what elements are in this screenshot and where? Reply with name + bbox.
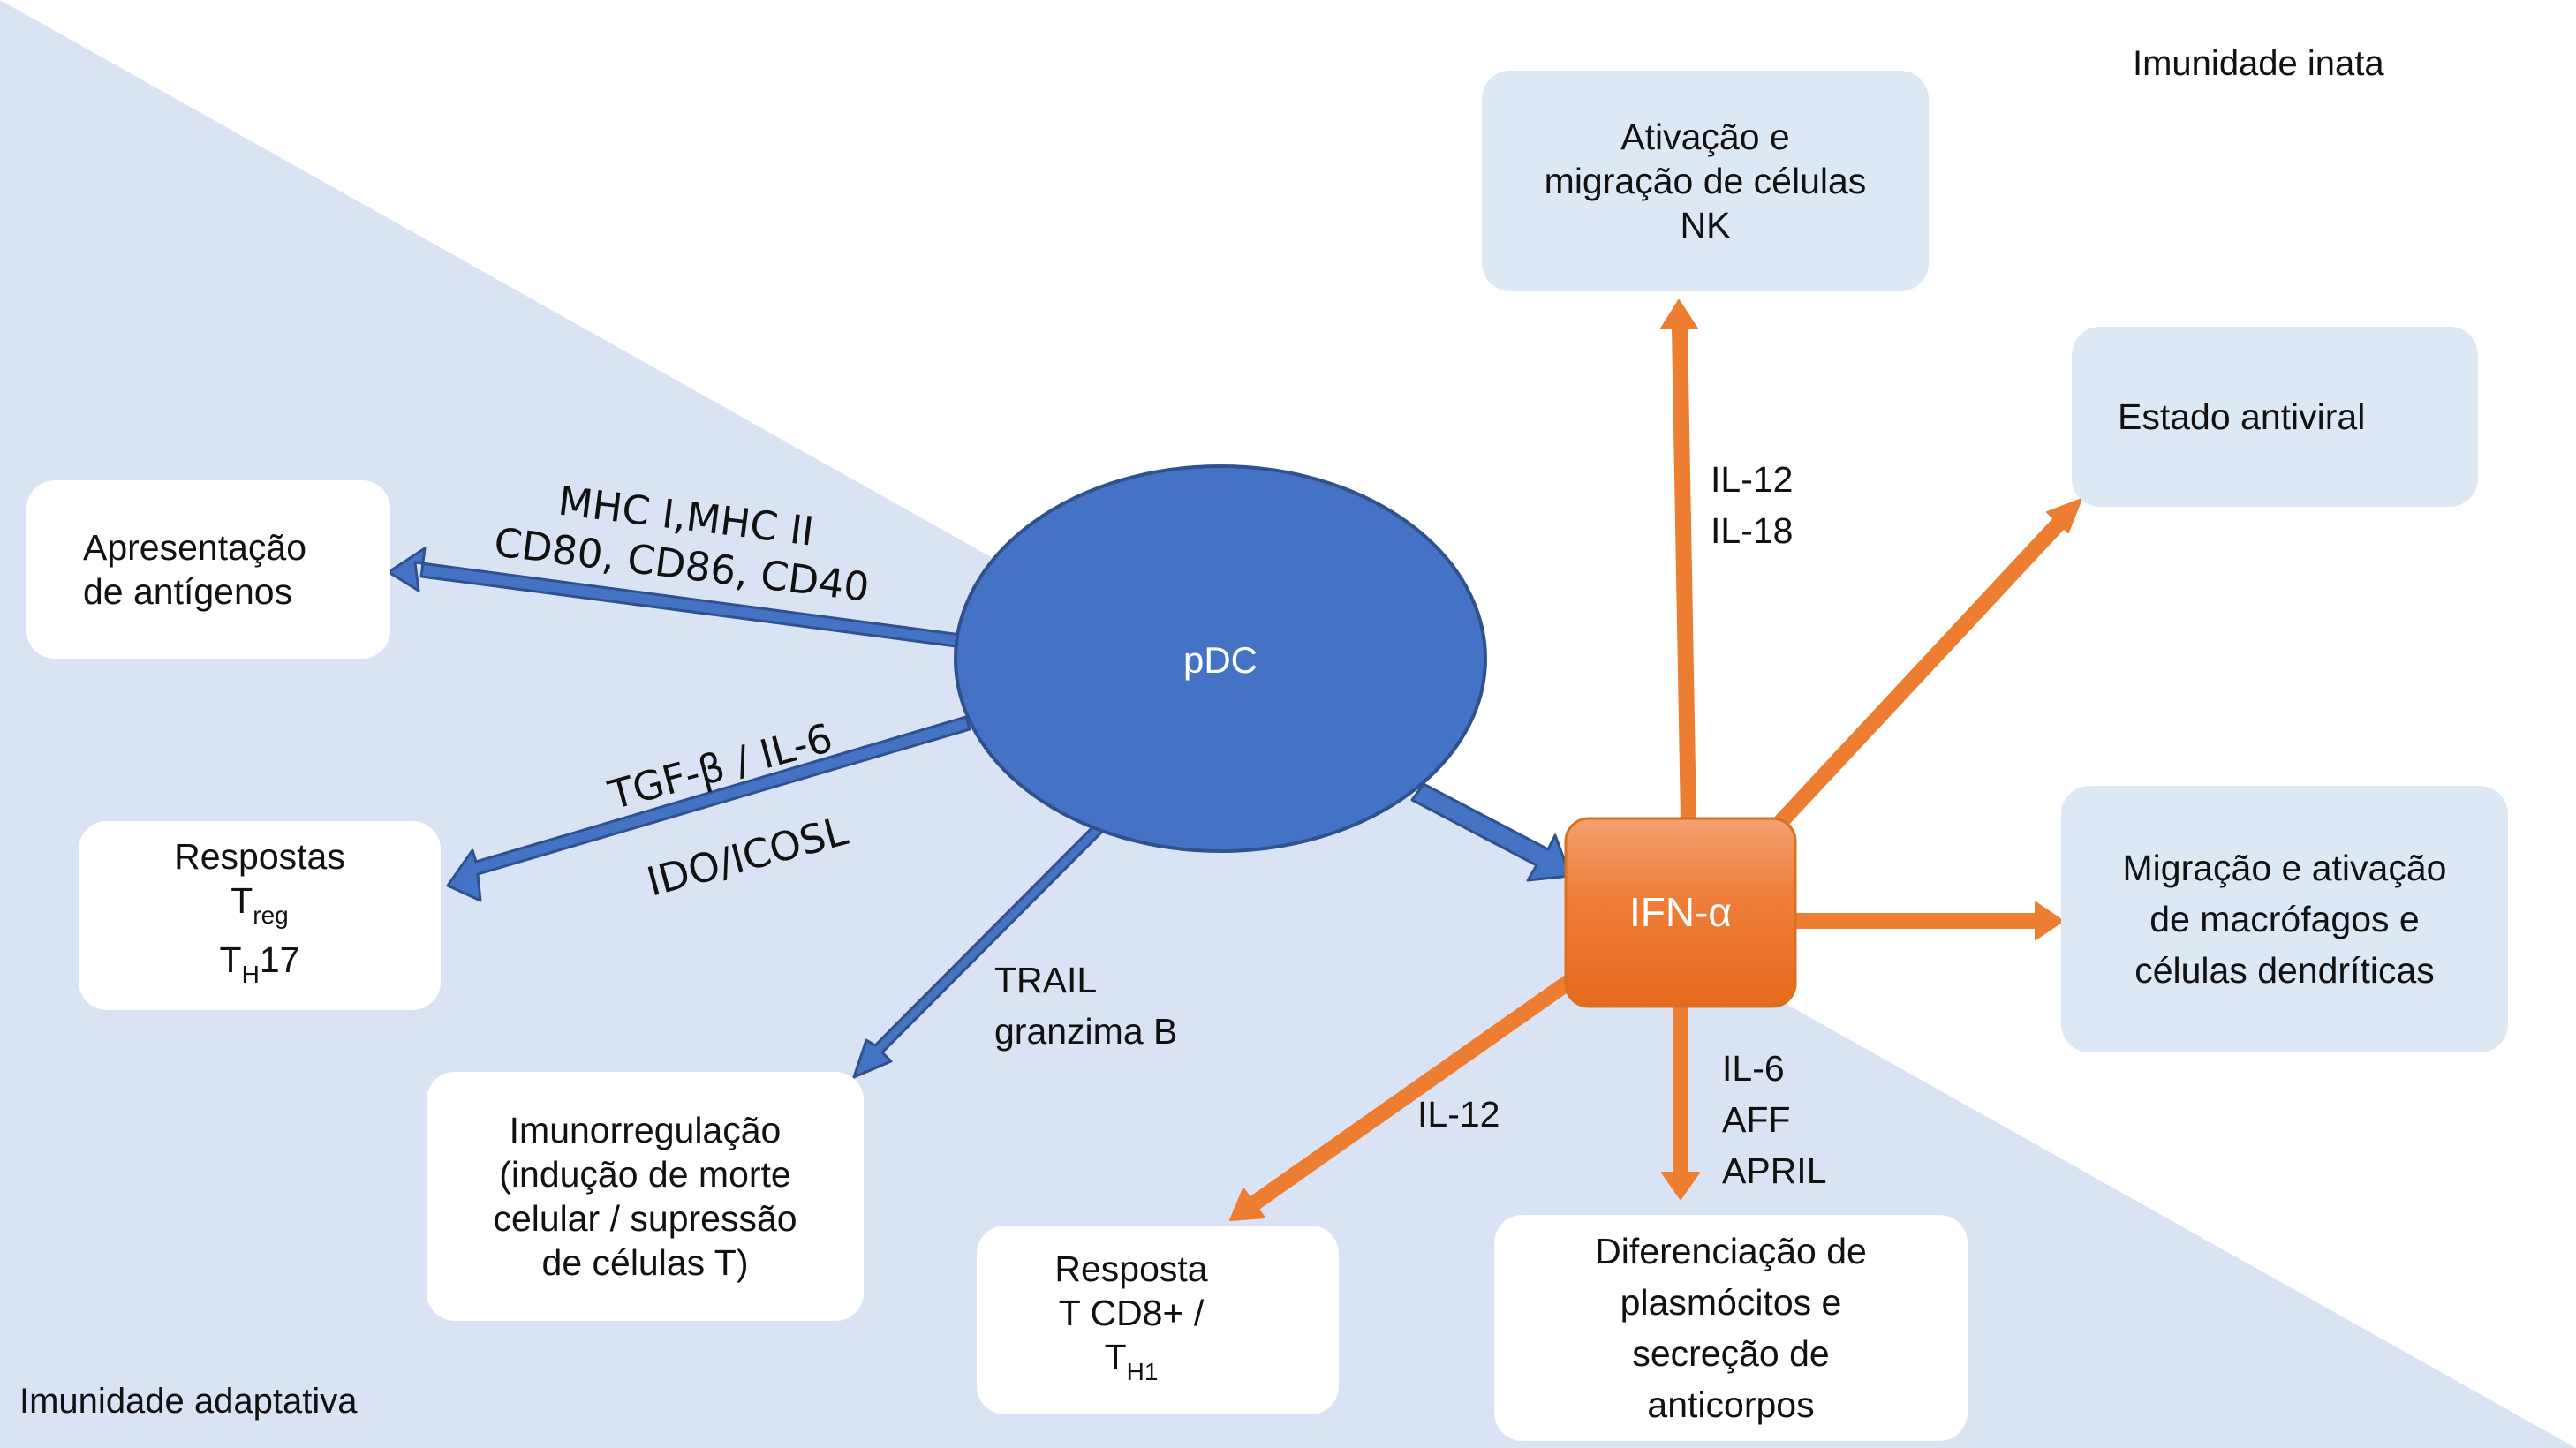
box-macrophage-migration: Migração e ativação de macrófagos e célu…: [2061, 786, 2508, 1052]
ifn-label: IFN-α: [1629, 889, 1732, 935]
th1-sub: H1: [1126, 1357, 1159, 1385]
box-immunoreg-line1: Imunorregulação: [509, 1110, 782, 1150]
box-treg-line3: TH17: [220, 938, 300, 997]
box-nk-cells: Ativação e migração de células NK: [1482, 71, 1929, 291]
box-cd8-line3: TH1: [1105, 1335, 1159, 1394]
arrow-to-antigen-presentation: [387, 547, 964, 649]
box-cd8-line1: Resposta: [1054, 1248, 1208, 1289]
arrow-to-antiviral: [1767, 498, 2082, 836]
box-antigen-line2: de antígenos: [83, 571, 293, 612]
arrow-to-nk: [1660, 299, 1698, 822]
box-nk-line1: Ativação e: [1620, 117, 1790, 157]
box-immunoreg-line4: de células T): [541, 1242, 749, 1283]
label-il18: IL-18: [1711, 510, 1793, 551]
label-il12-top: IL-12: [1711, 459, 1793, 500]
box-nk-line3: NK: [1680, 205, 1731, 245]
th17-t: T: [219, 939, 242, 980]
box-immunoregulation: Imunorregulação (indução de morte celula…: [427, 1072, 864, 1321]
box-treg-responses: Respostas Treg TH17: [79, 821, 441, 1010]
label-trail: TRAIL: [994, 960, 1097, 1000]
box-cd8-response: Resposta T CD8+ / TH1: [977, 1226, 1339, 1414]
blue-arrows: [387, 547, 1572, 1079]
label-april: APRIL: [1722, 1150, 1827, 1191]
arrow-to-immunoregulation: [852, 819, 1107, 1079]
box-cd8-line2: T CD8+ /: [1058, 1292, 1205, 1333]
label-granzima: granzima B: [994, 1011, 1177, 1052]
box-macro-line2: de macrófagos e: [2149, 899, 2420, 939]
adaptive-immunity-label: Imunidade adaptativa: [19, 1382, 358, 1421]
box-nk-line2: migração de células: [1544, 161, 1867, 201]
box-treg-line2: Treg: [230, 879, 289, 938]
arrow-to-treg: [446, 715, 971, 902]
box-plasma-line4: anticorpos: [1647, 1384, 1815, 1425]
orange-arrows: [1229, 299, 2082, 1221]
ifn-node: [1564, 817, 1797, 1008]
innate-immunity-label: Imunidade inata: [2133, 44, 2384, 83]
label-il12-bottom: IL-12: [1417, 1094, 1500, 1135]
box-immunoreg-line2: (indução de morte: [499, 1154, 791, 1195]
box-plasma-cells: Diferenciação de plasmócitos e secreção …: [1494, 1215, 1968, 1441]
box-plasma-line1: Diferenciação de: [1595, 1231, 1867, 1271]
treg-t: T: [230, 880, 253, 921]
box-macro-line1: Migração e ativação: [2122, 848, 2447, 888]
treg-sub: reg: [253, 901, 289, 929]
box-antigen-presentation: Apresentação de antígenos: [26, 480, 390, 659]
box-immunoreg-line3: celular / supressão: [493, 1198, 797, 1239]
th17-sub: H: [241, 961, 260, 988]
pdc-label: pDC: [1183, 639, 1258, 681]
arrow-to-ifn: [1410, 782, 1572, 882]
box-macro-line3: células dendríticas: [2134, 950, 2435, 991]
arrow-to-plasma-cells: [1661, 1007, 1700, 1200]
box-antiviral-state: Estado antiviral: [2072, 327, 2478, 507]
label-aff: AFF: [1722, 1099, 1790, 1140]
box-antigen-line1: Apresentação: [83, 527, 307, 568]
arrow-to-macrophages: [1793, 901, 2064, 940]
box-plasma-line3: secreção de: [1632, 1333, 1830, 1374]
th17-tail: 17: [259, 939, 300, 980]
th1-t: T: [1104, 1336, 1127, 1377]
label-il6: IL-6: [1722, 1048, 1785, 1089]
box-treg-line1: Respostas: [174, 836, 345, 877]
arrow-to-cd8-response: [1229, 951, 1608, 1221]
box-antiviral-text: Estado antiviral: [2118, 396, 2366, 437]
pdc-cell: [954, 464, 1487, 853]
box-plasma-line2: plasmócitos e: [1620, 1282, 1842, 1323]
